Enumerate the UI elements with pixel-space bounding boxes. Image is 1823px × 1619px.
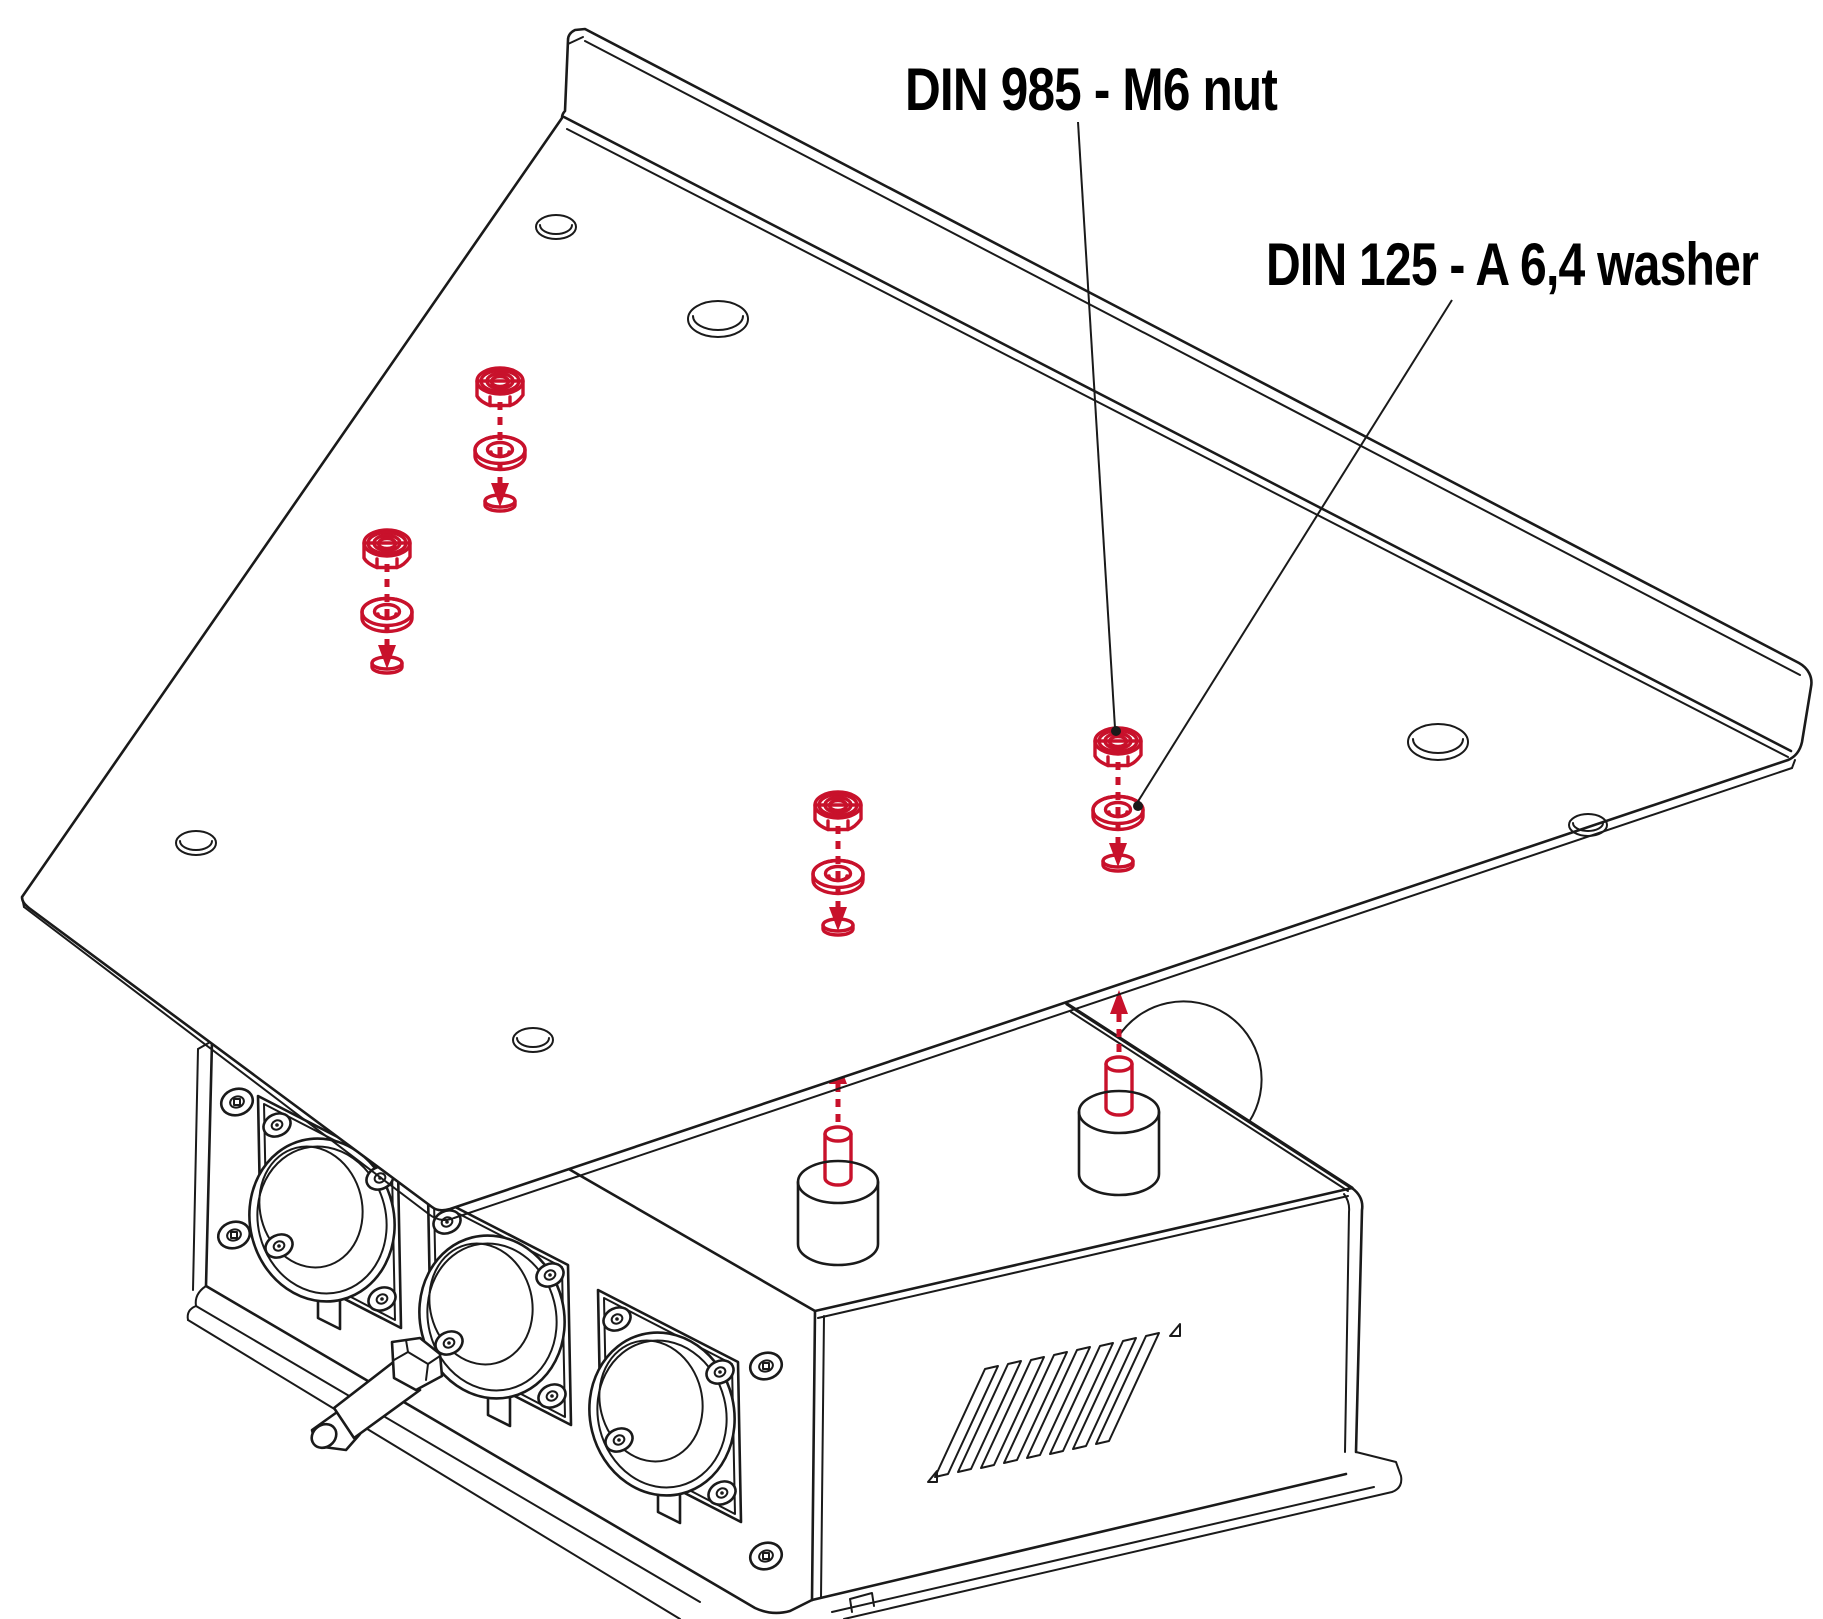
side-connector	[310, 1336, 444, 1452]
plate-outline	[20, 27, 1813, 1212]
plate-hole	[512, 1027, 554, 1053]
face-screw	[216, 1083, 258, 1121]
enclosure-box	[186, 990, 1403, 1619]
din-985-nut-label: DIN 985 - M6 nut	[905, 56, 1278, 123]
box-front-top-edge	[813, 1186, 1354, 1319]
callouts: DIN 985 - M6 nut DIN 125 - A 6,4 washer	[905, 56, 1760, 811]
connector-face-top-edge	[565, 1166, 817, 1313]
box-top-right-edge	[1065, 1002, 1354, 1192]
face-screw	[745, 1347, 787, 1385]
nut-leader-dot	[1111, 726, 1121, 736]
box-right-corner	[1343, 1186, 1364, 1454]
nut-leader-line	[1077, 121, 1116, 729]
face-screw	[745, 1537, 787, 1575]
din-125-washer-label: DIN 125 - A 6,4 washer	[1266, 231, 1759, 298]
plate-hole	[535, 214, 577, 240]
plate-hole	[687, 300, 749, 338]
washer-leader-line	[1136, 299, 1453, 804]
vent-grille	[927, 1323, 1181, 1483]
plate-thickness	[23, 767, 1793, 1221]
box-bottom-lip-right	[810, 1451, 1403, 1619]
plate-flange	[562, 36, 1801, 758]
rear-bushing-arc	[1117, 1000, 1263, 1123]
plate-holes	[175, 214, 1608, 1053]
panel-connector-3	[571, 1288, 753, 1525]
vent-corner-notch	[1169, 1323, 1181, 1337]
face-screw	[213, 1216, 255, 1254]
plate-hole	[1568, 813, 1608, 837]
plate-hole	[175, 830, 217, 856]
mounting-stud-1	[798, 1060, 878, 1265]
panel-connector-2	[401, 1191, 583, 1428]
vent-corner-notch	[927, 1470, 938, 1483]
washer-leader-dot	[1133, 801, 1143, 811]
plate-hole	[1407, 723, 1469, 761]
mounting-plate	[20, 27, 1813, 1221]
box-left-face	[192, 1039, 214, 1291]
box-bottom-lip-left	[186, 1284, 814, 1619]
box-front-corner-edge	[810, 1309, 825, 1602]
